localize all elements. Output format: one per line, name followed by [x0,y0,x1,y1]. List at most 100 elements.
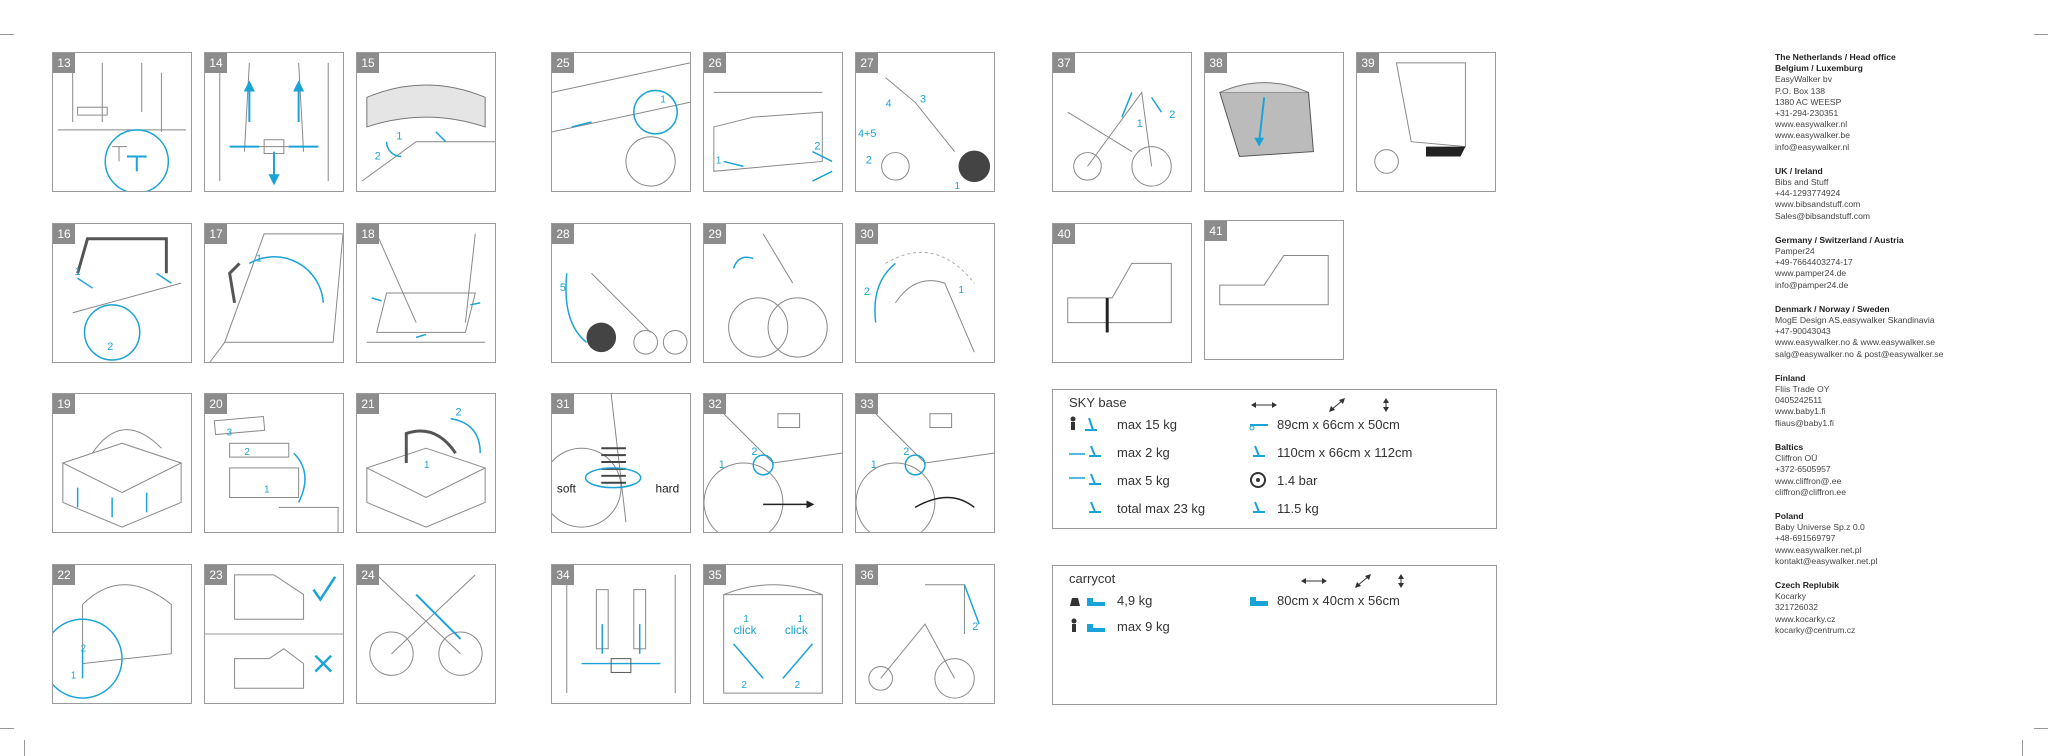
contact-uk: UK / Ireland Bibs and Stuff +44-12937749… [1775,166,2035,222]
step-number: 13 [53,53,75,73]
step-number: 26 [704,53,726,73]
website-link[interactable]: www.easywalker.net.pl [1775,544,1862,555]
child-stroller-icon [1067,416,1111,432]
step-number: 16 [53,224,75,244]
spec-carrycot-weight: 4,9 kg [1067,592,1152,608]
website-link[interactable]: www.easywalker.nl [1775,119,1848,130]
weight-carrycot-icon [1067,592,1111,608]
email-link[interactable]: info@pamper24.de [1775,279,1849,290]
email-link[interactable]: salg@easywalker.no & post@easywalker.se [1775,348,1944,359]
step-number: 38 [1205,53,1227,73]
child-carrycot-icon [1067,618,1111,634]
step-40-panel: 40 [1052,223,1192,363]
website-link[interactable]: www.bibsandstuff.com [1775,199,1861,210]
step-number: 35 [704,565,726,585]
step-23-panel: 23 [204,564,344,704]
step-number: 17 [205,224,227,244]
step-number: 33 [856,394,878,414]
wheels-illustration [369,574,483,676]
step-number: 36 [856,565,878,585]
website-link[interactable]: www.pamper24.de [1775,268,1847,279]
crop-mark [24,740,25,756]
email-link[interactable]: fliaus@baby1.fi [1775,417,1834,428]
contact-germany: Germany / Switzerland / Austria Pamper24… [1775,235,2035,291]
stroller-side-illustration: 12 [1067,91,1175,187]
website-link[interactable]: www.easywalker.no & www.easywalker.se [1775,337,1936,348]
email-link[interactable]: kocarky@centrum.cz [1775,624,1856,635]
buckle-illustration [57,62,187,191]
brake-release-illustration: 12 [704,403,842,532]
step-number: 32 [704,394,726,414]
contact-poland: Poland Baby Universe Sp.z 0.0 +48-691569… [1775,511,2035,567]
dimension-arrows-icon [1249,398,1449,415]
step-label: 2 [244,447,249,458]
step-number: 20 [205,394,227,414]
step-label: 1 [719,459,725,471]
website-link[interactable]: www.kocarky.cz [1775,613,1836,624]
step-number: 39 [1357,53,1379,73]
website-link[interactable]: www.baby1.fi [1775,406,1826,417]
step-label: 1 [71,670,76,681]
step-19-panel: 19 [52,393,192,533]
step-label: 1 [424,460,429,471]
step-number: 14 [205,53,227,73]
step-38-panel: 38 [1204,52,1344,192]
email-link[interactable]: Sales@bibsandstuff.com [1775,210,1871,221]
step-label: 4+5 [858,128,876,140]
email-link[interactable]: kontakt@easywalker.net.pl [1775,555,1878,566]
spec-max-pocket: max 5 kg [1067,472,1170,488]
carrycot-illustration [61,429,183,528]
bumper-bar-illustration: 12 [72,237,182,361]
step-label: 1 [256,253,261,264]
step-label: 1 [798,614,803,625]
carrycot-mount-illustration: 21 [713,91,833,182]
step-number: 37 [1053,53,1075,73]
carrycot-spec-box: carrycot 4,9 kg max 9 kg 80cm x 40cm x 5… [1052,565,1497,705]
contact-finland: Finland Fliis Trade OY 0405242511 www.ba… [1775,373,2035,429]
folded-stroller-icon [1249,416,1269,432]
step-label: 1 [396,131,402,143]
step-label: 5 [560,282,566,294]
step-label: 2 [866,154,872,166]
step-label: 1 [871,459,877,471]
step-number: 23 [205,565,227,585]
step-36-panel: 2 36 [855,564,995,704]
spec-weight: 11.5 kg [1249,500,1319,516]
spec-carrycot-dims: 80cm x 40cm x 56cm [1249,592,1400,608]
spec-max-basket: max 2 kg [1067,444,1170,460]
rear-wheel-illustration [728,233,828,358]
step-17-panel: 1 17 [204,223,344,363]
step-29-panel: 29 [703,223,843,363]
sky-base-spec-box: SKY base max 15 kg max 2 kg max 5 kg tot… [1052,389,1497,529]
crop-mark [0,728,14,729]
step-24-panel: 24 [356,564,496,704]
contact-czech: Czech Replubik Kocarky 321726032 www.koc… [1775,580,2035,636]
step-label: 2 [741,680,746,691]
email-link[interactable]: info@easywalker.nl [1775,141,1850,152]
spec-folded-dims: 89cm x 66cm x 50cm [1249,416,1400,432]
email-link[interactable]: cliffron@cliffron.ee [1775,486,1846,497]
step-label: 3 [920,93,926,105]
stroller-total-icon [1067,500,1111,516]
step-18-panel: 18 [356,223,496,363]
website-link[interactable]: www.easywalker.be [1775,130,1850,141]
step-label: 2 [864,286,870,298]
website-link[interactable]: www.cliffron@.ee [1775,475,1842,486]
step-34-panel: 34 [551,564,691,704]
click-label: click [734,623,757,637]
distributor-contacts: The Netherlands / Head office Belgium / … [1775,52,2035,649]
step-number: 27 [856,53,878,73]
step-label: 2 [814,141,820,153]
carrycot-stand-illustration [1067,262,1172,333]
mattress-illustration: 321 [213,415,339,532]
step-label: 2 [81,644,86,655]
